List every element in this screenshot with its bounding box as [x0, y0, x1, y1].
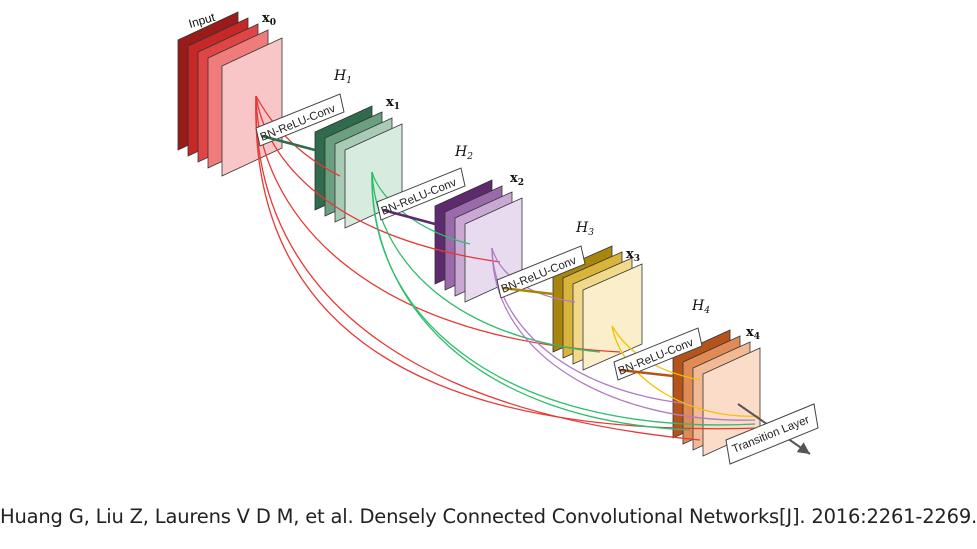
- feature-map-stack-x3: [552, 245, 643, 371]
- label-x0: x0: [262, 11, 276, 28]
- label-x1: x1: [386, 95, 400, 112]
- label-h3: H3: [575, 220, 594, 238]
- connection-x2-transition: [491, 247, 756, 421]
- citation-caption: Huang G, Liu Z, Laurens V D M, et al. De…: [0, 505, 977, 528]
- label-x3: x3: [626, 247, 640, 264]
- label-h1: H1: [333, 68, 352, 86]
- densenet-diagram: BN-ReLU-Conv BN-ReLU-Conv BN-ReLU-Conv B…: [177, 10, 819, 465]
- label-x2: x2: [510, 171, 524, 188]
- connection-x3-transition: [611, 325, 761, 417]
- feature-map-stack-x0: [177, 11, 283, 177]
- connection-x0-x4: [255, 95, 701, 441]
- label-x4: x4: [746, 325, 760, 342]
- connection-x0-transition: [255, 95, 763, 430]
- label-h2: H2: [454, 144, 473, 162]
- connection-x0-x2: [255, 95, 501, 263]
- connection-x1-transition: [371, 171, 756, 426]
- connection-x1-x2: [371, 171, 471, 245]
- connection-x2-x4: [491, 247, 691, 405]
- label-h4: H4: [691, 298, 710, 316]
